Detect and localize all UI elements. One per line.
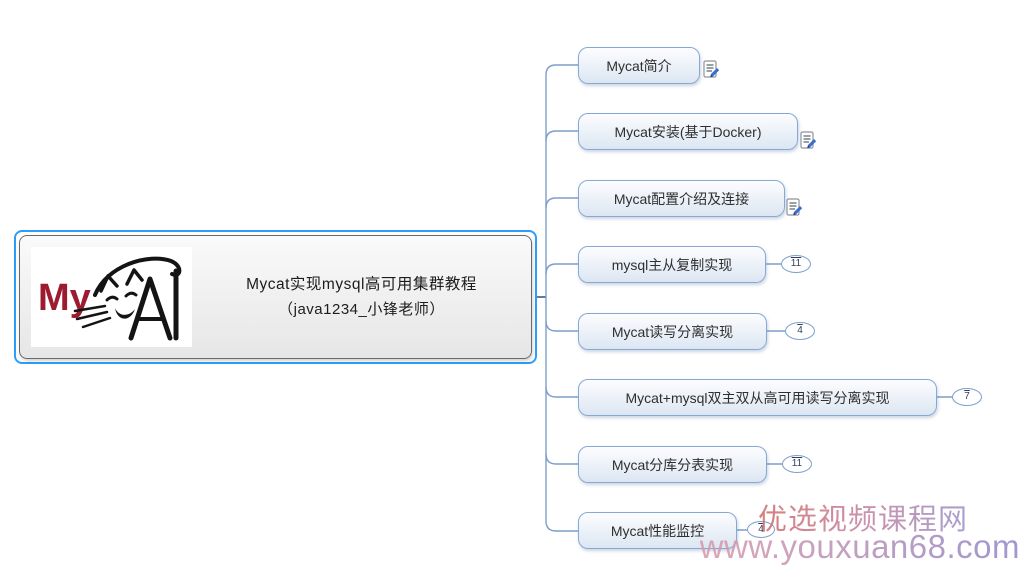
mycat-logo-image: My [31, 247, 192, 347]
collapsed-count-badge[interactable]: 11 [782, 455, 812, 473]
badge-count: 7 [964, 391, 970, 402]
root-title-line1: Mycat实现mysql高可用集群教程 [246, 276, 477, 293]
collapsed-count-badge[interactable]: 11 [781, 255, 811, 273]
topic-node-2[interactable]: Mycat安装(基于Docker) [578, 113, 798, 150]
collapsed-count-badge[interactable]: 7 [952, 388, 982, 406]
topic-node-4[interactable]: mysql主从复制实现 [578, 246, 766, 283]
note-icon[interactable] [703, 60, 720, 81]
topic-label: Mycat+mysql双主双从高可用读写分离实现 [625, 389, 890, 406]
topic-label: Mycat分库分表实现 [611, 456, 734, 473]
badge-count: 4 [797, 325, 803, 336]
topic-label: Mycat读写分离实现 [611, 323, 734, 340]
note-icon[interactable] [786, 198, 803, 219]
topic-node-6[interactable]: Mycat+mysql双主双从高可用读写分离实现 [578, 379, 937, 416]
collapsed-count-badge[interactable]: 4 [785, 322, 815, 340]
logo-my-text: My [38, 277, 91, 319]
root-topic-selection: My M [14, 230, 537, 364]
topic-node-3[interactable]: Mycat配置介绍及连接 [578, 180, 785, 217]
topic-label: mysql主从复制实现 [611, 256, 733, 273]
collapsed-count-badge[interactable]: 4 [747, 521, 775, 538]
topic-label: Mycat简介 [606, 57, 672, 74]
topic-label: Mycat性能监控 [610, 522, 705, 539]
badge-count: 11 [790, 258, 802, 269]
topic-node-1[interactable]: Mycat简介 [578, 47, 700, 84]
note-icon[interactable] [800, 131, 817, 152]
badge-count: 4 [758, 524, 764, 535]
root-title: Mycat实现mysql高可用集群教程 （java1234_小锋老师） [192, 272, 531, 322]
topic-label: Mycat安装(基于Docker) [614, 123, 762, 140]
topic-node-7[interactable]: Mycat分库分表实现 [578, 446, 767, 483]
root-topic[interactable]: My M [19, 235, 532, 359]
topic-node-5[interactable]: Mycat读写分离实现 [578, 313, 767, 350]
watermark-site-url: www.youxuan68.com [699, 528, 1020, 565]
watermark-site-name: 优选视频课程网 [758, 496, 968, 538]
root-title-line2: （java1234_小锋老师） [278, 301, 445, 318]
mycat-logo: My [31, 247, 192, 347]
topic-node-8[interactable]: Mycat性能监控 [578, 512, 737, 549]
badge-count: 11 [791, 458, 803, 469]
topic-label: Mycat配置介绍及连接 [613, 190, 750, 207]
